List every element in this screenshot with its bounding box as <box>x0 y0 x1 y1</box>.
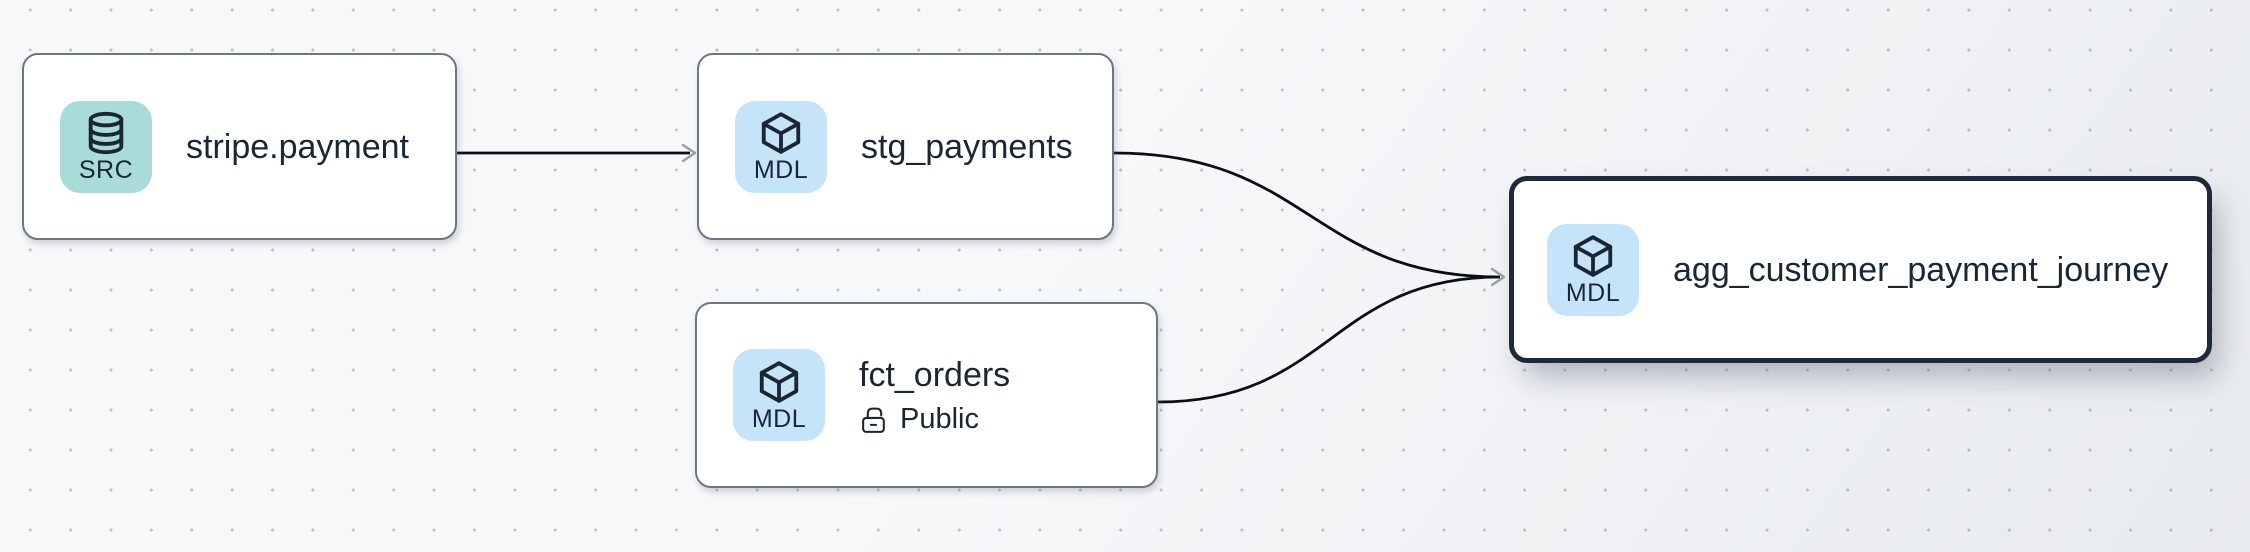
node-stg-payments[interactable]: MDL stg_payments <box>697 53 1114 240</box>
node-stripe-payment[interactable]: SRC stripe.payment <box>22 53 457 240</box>
badge-label: MDL <box>751 404 807 433</box>
model-type-badge: MDL <box>1547 223 1639 316</box>
model-type-badge: MDL <box>735 100 827 193</box>
cube-icon <box>1573 235 1613 277</box>
edge-stg-to-agg[interactable] <box>1113 151 1501 279</box>
node-agg-customer-payment-journey[interactable]: MDL agg_customer_payment_journey <box>1509 176 2212 363</box>
node-title: stripe.payment <box>186 127 409 166</box>
edge-fct-to-agg[interactable] <box>1157 275 1501 404</box>
source-type-badge: SRC <box>60 100 152 193</box>
cube-icon <box>761 112 801 154</box>
badge-label: MDL <box>753 156 809 184</box>
node-fct-orders[interactable]: MDL fct_orders Public <box>695 302 1158 488</box>
model-type-badge: MDL <box>733 349 825 441</box>
badge-label: SRC <box>78 156 134 184</box>
database-icon <box>88 111 124 155</box>
access-row: Public <box>859 402 1010 436</box>
node-title: agg_customer_payment_journey <box>1673 250 2169 289</box>
badge-label: MDL <box>1565 279 1621 307</box>
node-title: stg_payments <box>861 127 1073 166</box>
access-label: Public <box>900 403 979 435</box>
cube-icon <box>759 360 799 403</box>
node-title: fct_orders <box>859 356 1011 394</box>
unlock-icon <box>862 407 885 433</box>
